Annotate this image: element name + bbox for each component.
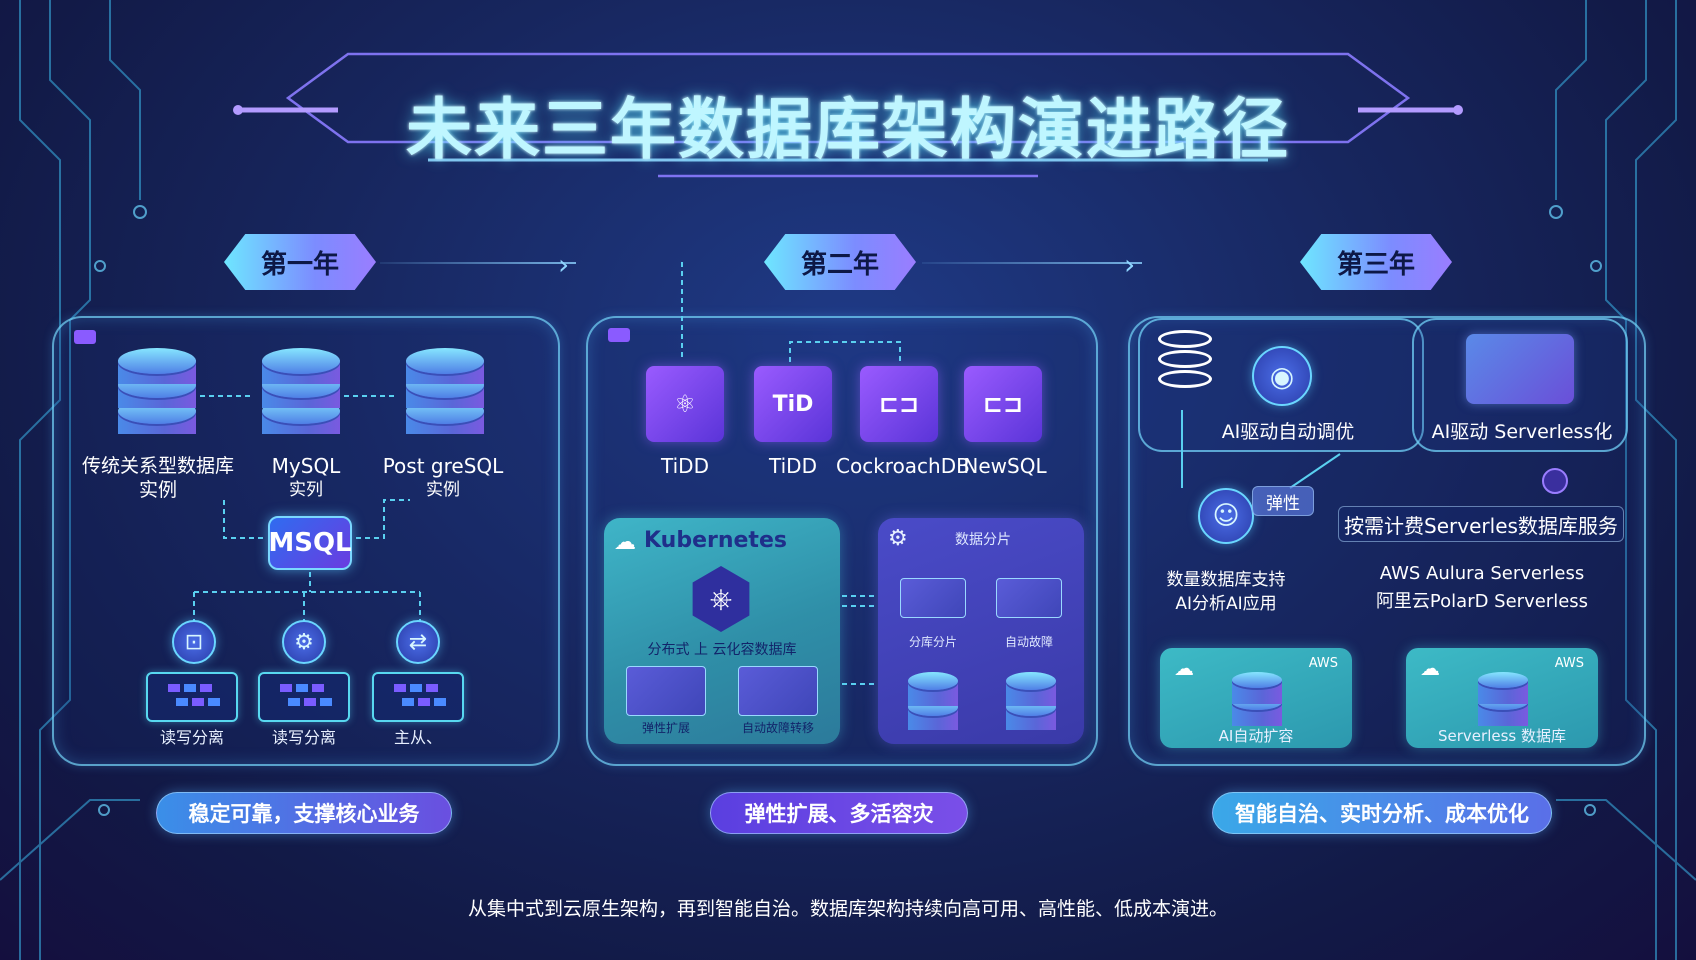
year-badge-3: 第三年: [1300, 234, 1452, 290]
k8s-mini-panel-1: [626, 666, 706, 716]
shard-mini-panel-1: [900, 578, 966, 618]
network-node-icon: ⚙: [282, 620, 326, 664]
kubernetes-title: Kubernetes: [644, 528, 787, 553]
ai-autoscale-label: AI自动扩容: [1218, 727, 1294, 745]
node-box-2: [258, 672, 350, 722]
year2-tile-4: ⊏⊐: [964, 366, 1042, 442]
chevron-right-icon: ›: [558, 248, 570, 281]
ai-brain-icon: ◉: [1252, 346, 1312, 406]
title-frame-icon: [233, 52, 1463, 178]
footer-caption: 从集中式到云原生架构，再到智能自治。数据库架构持续向高可用、高性能、低成本演进。: [467, 898, 1228, 920]
serverless-service-tag: 按需计费Serverles数据库服务: [1338, 506, 1624, 542]
shard-mini-panel-2: [996, 578, 1062, 618]
link-node-icon: ⊏⊐: [878, 390, 920, 418]
node-box-3: [372, 672, 464, 722]
shard-panel-label-1: 分库分片: [908, 635, 957, 649]
summary-pill-year3: 智能自治、实时分析、成本优化: [1212, 792, 1552, 834]
serverless-db-label: Serverless 数据库: [1438, 727, 1566, 745]
database-icon: [1232, 672, 1282, 726]
mysql-chip: MSQL: [268, 516, 352, 570]
kubernetes-caption: 分布式 上 云化容数据库: [647, 642, 797, 658]
db-label-traditional: 传统关系型数据库实例: [81, 455, 234, 501]
database-icon: [118, 348, 196, 444]
timeline-connector-2: [922, 262, 1142, 264]
year2-tile-1: ⚛: [646, 366, 724, 442]
robot-assistant-icon: ☺: [1198, 488, 1254, 544]
timeline-connector-1: [380, 262, 576, 264]
chevron-right-icon: ›: [1124, 248, 1136, 281]
dashboard-icon: [1466, 334, 1574, 404]
year2-tile-2: TiD: [754, 366, 832, 442]
serverless-db-card: ☁ AWS Serverless 数据库: [1406, 648, 1598, 748]
database-icon: [262, 348, 340, 444]
cloud-icon: ☁: [1174, 656, 1194, 680]
provider-aws: AWS Aulura Serverless: [1379, 563, 1585, 584]
database-icon: [908, 672, 958, 730]
title-banner: 未来三年数据库架构演进路径: [228, 48, 1468, 188]
shard-title: 数据分片: [955, 532, 1011, 548]
database-icon: [1478, 672, 1528, 726]
database-icon: [406, 348, 484, 444]
cloud-icon: ☁: [614, 530, 636, 555]
provider-aliyun: 阿里云PolarD Serverless: [1375, 591, 1589, 612]
data-shard-box: ⚙ 数据分片 分库分片 自动故障: [878, 518, 1084, 744]
gear-icon: ⚙: [888, 526, 908, 551]
atom-icon: ⚛: [674, 390, 696, 418]
year2-tile-3: ⊏⊐: [860, 366, 938, 442]
k8s-panel-label-2: 自动故障转移: [741, 721, 814, 735]
node-label-1: 读写分离: [159, 728, 224, 747]
kubernetes-logo-icon: ⎈: [692, 566, 750, 632]
aws-badge: AWS: [1308, 656, 1338, 671]
cloud-icon: ☁: [1420, 656, 1440, 680]
link-node-icon: ⊏⊐: [982, 390, 1024, 418]
monitor-node-icon: ⊡: [172, 620, 216, 664]
kubernetes-box: ☁ Kubernetes ⎈ 分布式 上 云化容数据库 弹性扩展 自动故障转移: [604, 518, 840, 744]
year-badge-1: 第一年: [224, 234, 376, 290]
tile-label-1: TiDD: [661, 454, 709, 478]
robot-icon: [74, 330, 96, 344]
k8s-mini-panel-2: [738, 666, 818, 716]
tile-label-2: TiDD: [769, 454, 817, 478]
tile-label-3: CockroachDB: [836, 454, 970, 478]
summary-pill-year1: 稳定可靠，支撑核心业务: [156, 792, 452, 834]
year-badge-2: 第二年: [764, 234, 916, 290]
elastic-tag: 弹性: [1252, 486, 1314, 516]
k8s-panel-label-1: 弹性扩展: [641, 721, 690, 735]
node-label-2: 读写分离: [271, 728, 336, 747]
ai-tuning-label: AI驱动自动调优: [1221, 421, 1355, 443]
node-box-1: [146, 672, 238, 722]
node-label-3: 主从、: [393, 728, 442, 747]
database-outline-icon: [1158, 330, 1212, 400]
ai-serverless-label: AI驱动 Serverless化: [1431, 421, 1613, 443]
settings-badge-icon: [1542, 468, 1568, 494]
replica-node-icon: ⇄: [396, 620, 440, 664]
tile-label-4: NewSQL: [963, 454, 1047, 478]
ai-autoscale-card: ☁ AWS AI自动扩容: [1160, 648, 1352, 748]
robot-icon: [608, 328, 630, 342]
aws-badge: AWS: [1554, 656, 1584, 671]
page-title: 未来三年数据库架构演进路径: [406, 91, 1290, 168]
tidb-logo-icon: TiD: [772, 391, 814, 417]
shard-panel-label-2: 自动故障: [1004, 635, 1053, 649]
summary-pill-year2: 弹性扩展、多活容灾: [710, 792, 968, 834]
database-icon: [1006, 672, 1056, 730]
